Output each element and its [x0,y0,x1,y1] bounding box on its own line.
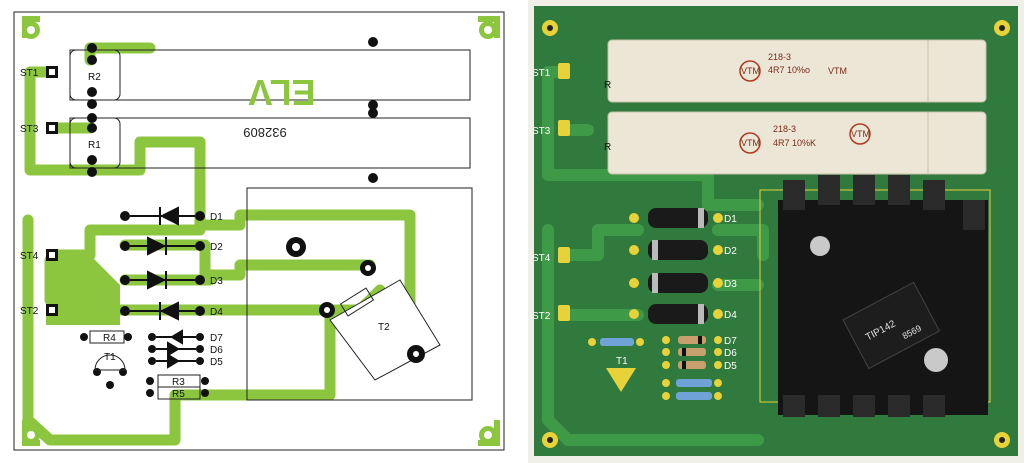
label-st3: ST3 [20,124,39,135]
mounting-holes [22,21,497,444]
label-r1: R1 [88,140,101,151]
photo-label-r-top: R [604,80,611,91]
photo-label-st3: ST3 [532,126,551,137]
terminal-pads [46,66,58,316]
r1-value-marking: 4R7 10%K [773,138,816,148]
pcb-layout-drawing: ST1 ST3 ST4 ST2 R2 R1 ELV 932809 D1 D2 D… [13,11,505,451]
t1-outline [94,354,126,371]
photo-label-d3: D3 [724,279,737,290]
power-resistor-r2: VTM 218-3 4R7 10%o VTM R [604,39,987,103]
vtm-logo-icon [849,123,871,145]
svg-text:VTM: VTM [741,66,760,76]
label-d5: D5 [210,357,223,368]
vtm-logo-icon [739,60,761,82]
label-d7: D7 [210,333,223,344]
power-transistor-tip142: TIP142 8569 [842,281,941,370]
r2-value-marking: 4R7 10%o [768,65,810,75]
label-d6: D6 [210,345,223,356]
board-number-mirrored: 932809 [243,125,286,140]
label-r2: R2 [88,72,101,83]
screw-icon [810,236,830,256]
vtm-logo-icon [739,132,761,154]
svg-text:VTM: VTM [741,138,760,148]
photo-label-st2: ST2 [532,311,551,322]
power-resistor-r1: VTM 218-3 4R7 10%K VTM R [604,111,987,175]
label-st1: ST1 [20,68,39,79]
photo-label-st4: ST4 [532,253,551,264]
r2-type-marking: 218-3 [768,52,791,62]
label-d4: D4 [210,307,223,318]
label-t1: T1 [104,352,116,363]
heatsink [759,175,991,417]
pcb-photo-panel: VTM 218-3 4R7 10%o VTM R VTM 218-3 4R7 1… [528,0,1024,463]
pcb-layout-panel: ST1 ST3 ST4 ST2 R2 R1 ELV 932809 D1 D2 D… [13,11,505,451]
screw-icon [924,348,948,372]
photo-diodes [600,208,712,400]
label-d3: D3 [210,276,223,287]
label-st4: ST4 [20,251,39,262]
copper-pour-left [46,250,120,325]
r1-type-marking: 218-3 [773,124,796,134]
photo-label-st1: ST1 [532,68,551,79]
photo-label-t1: T1 [616,356,628,367]
label-r4: R4 [103,333,116,344]
label-d1: D1 [210,212,223,223]
photo-label-d4: D4 [724,310,737,321]
label-d2: D2 [210,242,223,253]
photo-label-d7: D7 [724,336,737,347]
photo-traces [542,66,769,446]
label-t2: T2 [378,322,390,333]
label-r5: R5 [172,389,185,400]
photo-label-d5: D5 [724,361,737,372]
photo-label-r-bottom: R [604,142,611,153]
svg-text:VTM: VTM [828,66,847,76]
heatsink-area-outline [246,187,473,401]
pcb-photo-drawing: VTM 218-3 4R7 10%o VTM R VTM 218-3 4R7 1… [528,0,1024,463]
label-st2: ST2 [20,306,39,317]
brand-logo-mirrored: ELV [248,72,315,113]
photo-label-d6: D6 [724,348,737,359]
diode-symbols [130,206,196,369]
svg-text:VTM: VTM [851,129,870,139]
photo-label-d2: D2 [724,246,737,257]
photo-label-d1: D1 [724,214,737,225]
label-r3: R3 [172,377,185,388]
